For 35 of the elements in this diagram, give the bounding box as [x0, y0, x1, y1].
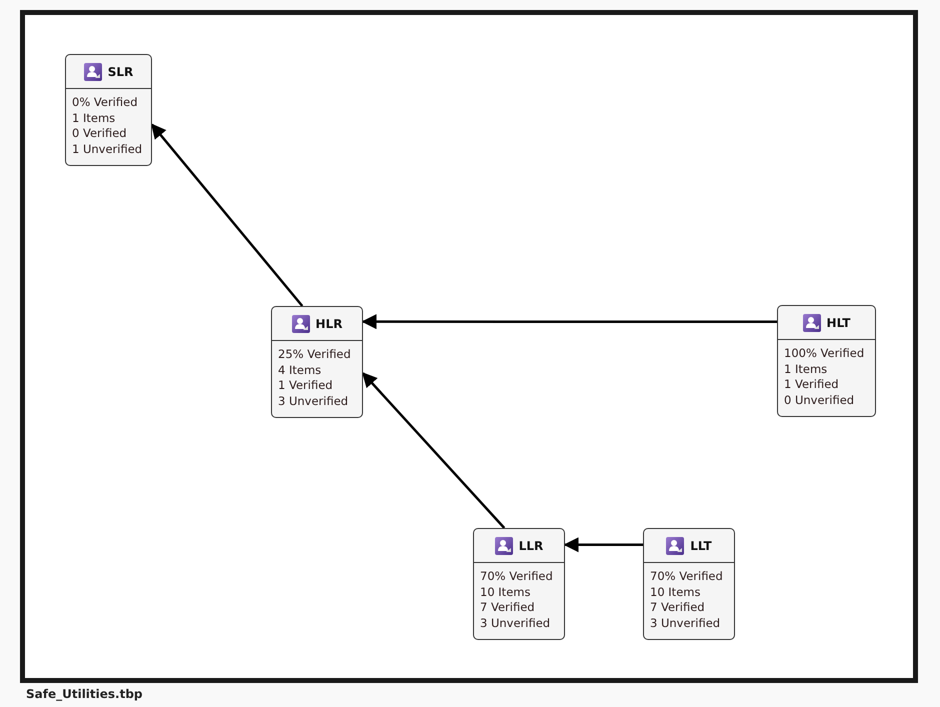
stat-line: 25% Verified	[278, 347, 352, 363]
stat-line: 4 Items	[278, 362, 322, 378]
stat-line: 10 Items	[480, 584, 532, 600]
arrow	[151, 123, 304, 307]
stat-line: 1 Verified	[784, 377, 840, 394]
card-title: LLR	[518, 538, 544, 552]
stat-line: 1 Unverified	[72, 142, 144, 158]
stat-line: 10 Items	[650, 584, 702, 600]
stat-line: 70% Verified	[480, 569, 554, 585]
stat-line: 0% Verified	[72, 95, 138, 111]
stat-line: 1 Verified	[278, 378, 334, 394]
stat-line: 1 Items	[72, 110, 116, 126]
stats-card	[777, 305, 876, 417]
stat-line: 100% Verified	[784, 346, 866, 362]
card-title: HLR	[316, 316, 342, 330]
stats-card	[643, 528, 735, 640]
stat-line: 0 Unverified	[784, 393, 856, 409]
card-title: HLT	[826, 316, 850, 330]
stat-line: 1 Items	[784, 362, 828, 378]
stat-line: 3 Unverified	[278, 394, 350, 410]
stat-line: 70% Verified	[650, 569, 724, 585]
stats-card	[473, 528, 565, 640]
stat-line: 0 Verified	[72, 126, 128, 142]
stats-card	[65, 54, 152, 166]
file-name-caption: Safe_Utilities.tbp	[26, 687, 143, 701]
stat-line: 7 Verified	[650, 600, 706, 616]
arrow	[362, 314, 777, 330]
card-title: SLR	[108, 64, 134, 78]
stat-line: 3 Unverified	[480, 616, 552, 632]
stat-line: 7 Verified	[480, 600, 536, 616]
card-title: LLT	[690, 538, 712, 552]
arrow	[362, 372, 506, 529]
stats-card	[271, 306, 363, 418]
stat-line: 3 Unverified	[650, 616, 722, 632]
arrow	[564, 537, 643, 552]
